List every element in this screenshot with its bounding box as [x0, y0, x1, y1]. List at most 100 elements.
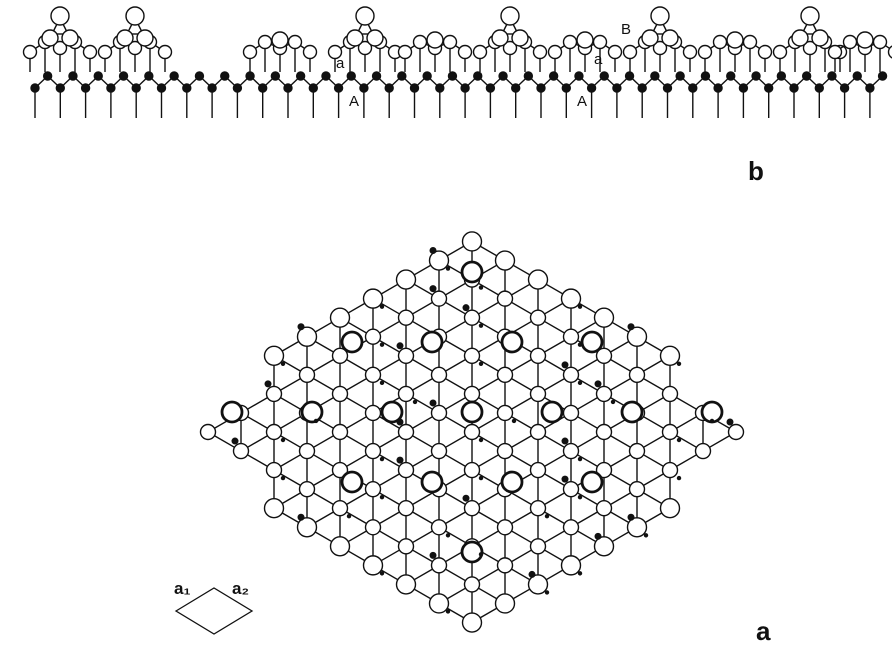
rest-atom-open: [430, 442, 448, 460]
rest-atom-open: [331, 385, 349, 403]
lattice-dot: [379, 494, 385, 500]
lattice-dot: [577, 456, 583, 462]
rest-atom-open: [842, 34, 858, 50]
substrate-atom-filled: [333, 83, 344, 93]
substrate-atom-filled: [789, 83, 799, 93]
substrate-atom-filled: [270, 71, 281, 81]
substrate-atom-filled: [726, 71, 736, 81]
lattice-dot-large: [528, 570, 536, 578]
adatom-bold: [420, 330, 444, 354]
rest-atom-open: [595, 461, 613, 479]
adatom-bold: [460, 400, 484, 424]
adatom-open: [726, 31, 744, 49]
substrate-atom-filled: [156, 83, 167, 93]
panel-b-label: b: [748, 156, 764, 186]
rest-atom-open: [607, 44, 623, 60]
lattice-dot: [445, 609, 451, 614]
substrate-atom-filled: [30, 83, 40, 93]
lattice-dot-large: [429, 247, 437, 255]
rest-atom-open: [659, 345, 681, 366]
rest-atom-open: [397, 309, 415, 326]
lattice-dot: [610, 399, 616, 405]
rest-atom-open: [887, 45, 892, 59]
lattice-dot: [280, 475, 286, 481]
rest-atom-open: [461, 231, 483, 252]
substrate-atom-filled: [422, 71, 432, 81]
rest-atom-open: [560, 288, 582, 309]
panel-b-atom-label-B: B: [621, 21, 631, 38]
substrate-atom-filled: [447, 71, 458, 81]
rest-atom-open: [265, 385, 283, 403]
rest-atom-open: [461, 612, 483, 633]
substrate-atom-filled: [852, 71, 862, 81]
rest-atom-open: [757, 44, 773, 60]
adatom-open: [125, 6, 145, 26]
rest-atom-open: [463, 576, 481, 593]
rest-atom-open: [357, 40, 373, 56]
substrate-atom-filled: [258, 83, 268, 93]
lattice-dot-large: [561, 437, 569, 445]
adatom-bold: [460, 540, 484, 564]
substrate-atom-filled: [106, 83, 116, 93]
rest-atom-open: [562, 34, 578, 50]
substrate-atom-filled: [801, 71, 812, 81]
lattice-dot: [478, 323, 484, 328]
panel-a-top-view: [199, 231, 745, 633]
panel-b-substrate-atoms: [30, 71, 888, 93]
substrate-atom-filled: [814, 83, 824, 93]
adatom-bold: [580, 330, 604, 354]
rest-atom-open: [331, 461, 349, 479]
lattice-dot-large: [429, 285, 437, 293]
lattice-dot-large: [429, 551, 437, 559]
rest-atom-open: [362, 555, 384, 576]
substrate-atom-filled: [295, 71, 306, 81]
rest-atom-open: [529, 347, 547, 364]
lattice-dot: [511, 418, 517, 424]
adatom-bold: [340, 330, 364, 354]
adatom-open: [661, 29, 679, 47]
substrate-atom-filled: [42, 71, 53, 81]
rest-atom-open: [593, 307, 615, 328]
adatom-bold: [500, 470, 524, 494]
rest-atom-open: [626, 517, 648, 538]
adatom-open: [500, 6, 520, 26]
rest-atom-open: [802, 40, 818, 56]
substrate-atom-filled: [688, 83, 698, 93]
substrate-atom-filled: [548, 71, 559, 81]
substrate-atom-filled: [612, 83, 622, 93]
substrate-atom-filled: [308, 83, 318, 93]
lattice-dot-large: [462, 494, 470, 502]
panel-b-adatom-clusters: [22, 6, 892, 72]
rest-atom-open: [628, 366, 646, 384]
rest-atom-open: [52, 40, 68, 56]
adatom-bold: [620, 400, 644, 424]
rest-atom-open: [529, 385, 547, 403]
rest-atom-open: [298, 480, 316, 498]
rest-atom-open: [547, 44, 563, 60]
substrate-atom-filled: [713, 83, 723, 93]
panel-b-side-view: [22, 6, 892, 118]
lattice-dot: [412, 399, 418, 405]
lattice-dot: [478, 285, 484, 290]
lattice-dot-large: [561, 475, 569, 483]
rest-atom-open: [412, 34, 428, 50]
substrate-atom-filled: [384, 83, 394, 93]
rest-atom-open: [742, 34, 758, 50]
rest-atom-open: [532, 44, 548, 60]
rest-atom-open: [428, 593, 450, 614]
rest-atom-open: [562, 328, 580, 345]
substrate-atom-filled: [283, 83, 293, 93]
unit-cell-diamond: [174, 587, 254, 635]
adatom-open: [576, 31, 594, 49]
rest-atom-open: [529, 461, 547, 479]
rest-atom-open: [502, 40, 518, 56]
substrate-atom-filled: [561, 83, 571, 93]
lattice-dot: [577, 304, 583, 309]
substrate-atom-filled: [131, 83, 141, 93]
rest-atom-open: [397, 423, 415, 441]
panel-b-atom-label-A-1: A: [349, 93, 359, 110]
lattice-dot-large: [462, 304, 470, 312]
adatom-bold: [420, 470, 444, 494]
rest-atom-open: [397, 385, 415, 403]
